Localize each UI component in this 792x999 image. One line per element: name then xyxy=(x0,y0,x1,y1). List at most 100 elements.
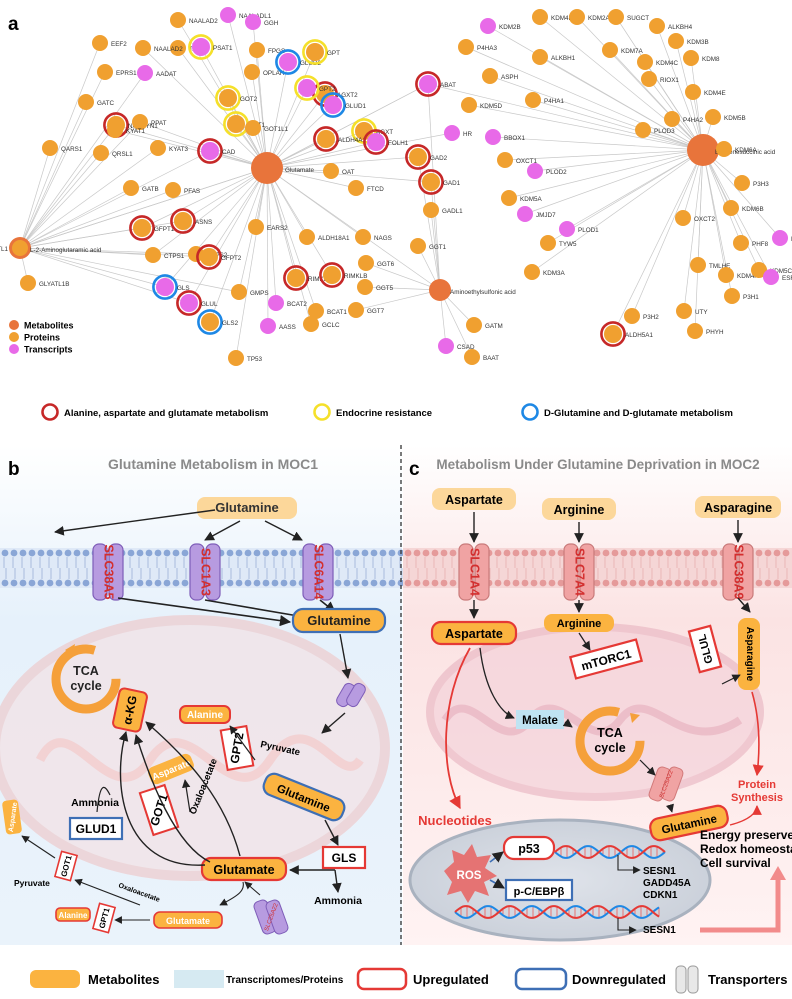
node-ring-red xyxy=(197,138,223,164)
network-edge xyxy=(534,149,704,172)
lipid-head xyxy=(782,549,790,557)
cebp-box xyxy=(504,878,574,902)
lipid-head xyxy=(665,549,673,557)
network-edge xyxy=(266,61,289,169)
network-edge xyxy=(142,47,268,169)
network-edge xyxy=(430,181,441,291)
alanine-label-b: Alanine xyxy=(187,710,224,721)
lipid-head xyxy=(512,549,520,557)
node-gpt2 xyxy=(298,79,316,97)
lipid-head xyxy=(413,579,421,587)
network-edge xyxy=(539,56,704,151)
network-edge xyxy=(266,51,316,169)
node-label: UTY xyxy=(695,309,708,316)
node-label: GGT1 xyxy=(429,244,447,251)
node-label: P3H1 xyxy=(743,294,759,301)
network-edge xyxy=(656,25,704,151)
node-p4ha3 xyxy=(458,39,474,55)
node-agxt xyxy=(355,122,373,140)
network-edge xyxy=(266,167,277,304)
node-label: ALDH4A1 xyxy=(338,137,366,144)
node-ring-red xyxy=(283,265,309,291)
arrow-slc1a3-to-gln xyxy=(204,599,312,622)
node-esa xyxy=(687,134,719,166)
node-aes xyxy=(429,279,451,301)
network-edge xyxy=(524,149,704,215)
legend-metabolites-label: Metabolites xyxy=(88,972,160,987)
lipid-head xyxy=(28,549,36,557)
lipid-head xyxy=(253,579,261,587)
node-aldh18a1 xyxy=(299,229,315,245)
lipid-head xyxy=(656,579,664,587)
node-label: KDM5B xyxy=(724,115,746,122)
lipid-head xyxy=(611,579,619,587)
node-kdm6b xyxy=(723,200,739,216)
node-ring-blue xyxy=(197,309,223,335)
node-baat xyxy=(464,349,480,365)
node-kdm5d xyxy=(461,97,477,113)
lipid-head xyxy=(683,579,691,587)
node-label: GAD1 xyxy=(443,180,461,187)
p53-target-gene: GADD45A xyxy=(643,878,691,889)
lipid-head xyxy=(440,549,448,557)
arginine-top-c xyxy=(542,498,616,520)
arrow-glu-to-akg-2 xyxy=(133,734,211,863)
gls-label: GLS xyxy=(332,851,357,865)
node-label: QRSL1 xyxy=(112,151,133,158)
network-edge xyxy=(19,187,132,249)
arrow-arg-to-mtorc1 xyxy=(578,632,591,651)
node-label: GLYATL1 xyxy=(0,246,8,253)
network-edge xyxy=(266,156,419,169)
node-oxct2 xyxy=(675,210,691,226)
node-label: P4HA2 xyxy=(683,117,703,124)
network-edge xyxy=(19,121,141,249)
node-ring-yellow xyxy=(215,85,241,111)
node-eprs1 xyxy=(97,64,113,80)
node-gfpt1 xyxy=(133,219,151,237)
node-label: KDM2B xyxy=(499,24,521,31)
lipid-head xyxy=(82,549,90,557)
lipid-head xyxy=(154,549,162,557)
arginine-in-c-label: Arginine xyxy=(557,618,602,630)
node-label: CAD xyxy=(222,149,236,156)
lipid-head xyxy=(773,579,781,587)
arrow-asn-to-protein xyxy=(751,691,764,777)
node-label: GOT2 xyxy=(240,96,258,103)
arrow-asp-to-nucleotides xyxy=(445,647,471,810)
lipid-head xyxy=(145,549,153,557)
transporter-subunit xyxy=(189,543,205,601)
lipid-head xyxy=(764,549,772,557)
node-got1 xyxy=(227,115,245,133)
legend-metabolite-dot xyxy=(9,320,19,330)
network-edge xyxy=(266,167,317,312)
network-edge xyxy=(209,167,268,323)
transporter-subunit xyxy=(108,543,124,601)
node-kdm5b xyxy=(705,109,721,125)
asparagine-in-c xyxy=(738,618,760,690)
node-kdm3b xyxy=(668,33,684,49)
arrow-small-2 xyxy=(74,878,141,906)
node-jmjd7 xyxy=(517,206,533,222)
lipid-head xyxy=(647,549,655,557)
network-edge xyxy=(227,14,268,169)
node-ring-red xyxy=(176,290,202,316)
node-cad xyxy=(201,142,219,160)
lipid-head xyxy=(361,579,369,587)
network-edge xyxy=(235,167,268,359)
cebp-target-gene: SESN1 xyxy=(643,925,676,936)
node-kdm8 xyxy=(683,50,699,66)
transporter-subunit xyxy=(722,543,738,601)
aspartate-top-c xyxy=(432,488,516,510)
node-kdm2b xyxy=(480,18,496,34)
network-edge xyxy=(19,147,159,249)
lipid-head xyxy=(262,579,270,587)
node-glud2 xyxy=(279,53,297,71)
node-label: GATC xyxy=(97,100,114,107)
lipid-head xyxy=(449,579,457,587)
ammonia-label-b-2: Ammonia xyxy=(314,895,362,907)
node-ring-red xyxy=(196,244,222,270)
node-bbox1 xyxy=(485,129,501,145)
node-label: PLOD2 xyxy=(546,169,567,176)
node-p3h2 xyxy=(624,308,640,324)
lipid-head xyxy=(136,549,144,557)
